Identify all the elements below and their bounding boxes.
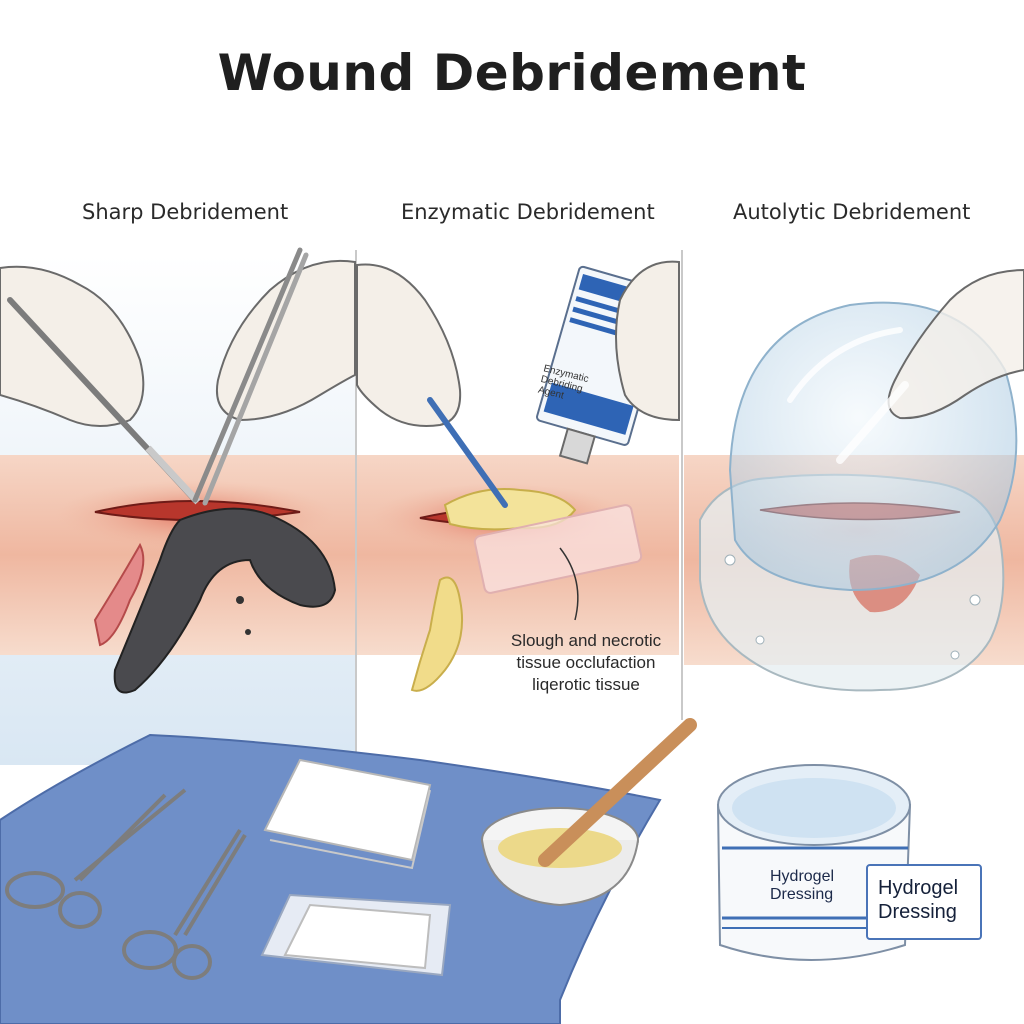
panel-label-sharp: Sharp Debridement <box>82 200 289 224</box>
hydrogel-tub <box>716 764 912 961</box>
applicator <box>427 397 508 508</box>
hand-right-sharp <box>216 259 356 422</box>
hand-left-sharp <box>0 265 145 427</box>
panel-label-enzymatic: Enzymatic Debridement <box>401 200 655 224</box>
gauze-pads-2 <box>260 893 452 977</box>
hand-tube <box>615 260 680 422</box>
transparent-dressing <box>473 504 643 594</box>
spatula <box>538 718 697 867</box>
necrotic-tissue <box>113 507 337 694</box>
gauze-pads-1 <box>263 758 432 870</box>
tub-label: Hydrogel Dressing <box>770 868 835 903</box>
scissors-2 <box>122 828 247 980</box>
forceps-b <box>202 252 309 506</box>
scissors-1 <box>5 788 187 929</box>
hydrogel-tag-label: Hydrogel Dressing <box>866 864 982 940</box>
diagram-title: Wound Debridement <box>217 44 807 102</box>
panel-label-autolytic: Autolytic Debridement <box>733 200 971 224</box>
forceps-a <box>192 247 303 503</box>
annotation-text: Slough and necrotic tissue occlufaction … <box>510 631 662 694</box>
ointment-bowl <box>481 718 697 907</box>
hand-enzymatic <box>356 263 462 427</box>
